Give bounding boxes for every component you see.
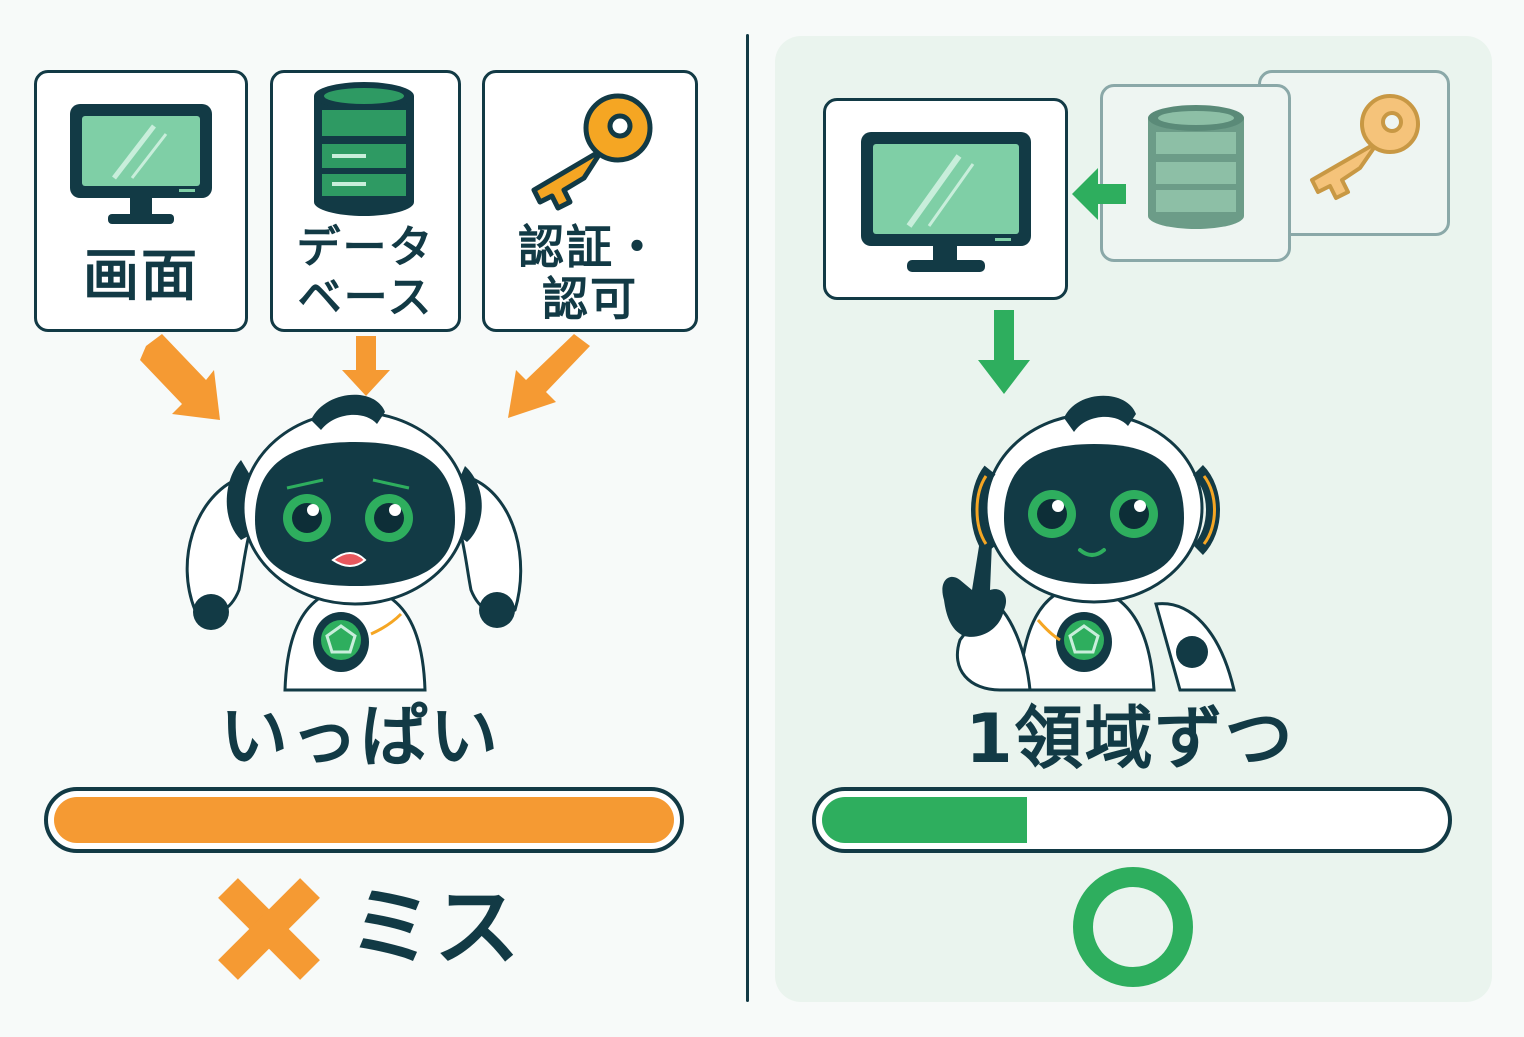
database-faded-icon — [1148, 105, 1244, 229]
card-screen: 画面 — [34, 70, 248, 332]
cross-icon — [218, 878, 320, 980]
card-screen-active — [823, 98, 1068, 300]
card-database-faded — [1100, 84, 1291, 262]
card-auth-label-line1: 認証・ — [518, 220, 662, 274]
robot-happy-icon — [942, 395, 1236, 692]
card-screen-label: 画面 — [83, 244, 199, 309]
circle-icon — [1073, 867, 1193, 987]
monitor-icon — [70, 104, 212, 224]
card-database-label-line2: ベース — [297, 272, 434, 323]
right-progress-bar — [812, 787, 1452, 853]
left-result-text: ミス — [348, 878, 520, 978]
center-divider — [746, 34, 749, 1002]
card-auth-label-line2: 認可 — [542, 272, 638, 326]
card-auth: 認証・ 認可 — [482, 70, 698, 332]
key-faded-icon — [1310, 94, 1420, 200]
key-icon — [531, 93, 653, 211]
arrow-down-icon — [978, 310, 1030, 394]
left-progress-bar — [44, 787, 684, 853]
monitor-active-icon — [861, 132, 1031, 272]
arrows-converge-icon — [140, 334, 590, 420]
card-database: データ ベース — [270, 70, 461, 332]
left-caption: いっぱい — [219, 698, 500, 777]
right-progress-fill — [822, 797, 1027, 843]
robot-worried-icon — [185, 394, 523, 692]
left-progress-fill — [54, 797, 674, 843]
right-caption: 1領域ずつ — [965, 700, 1295, 779]
card-database-label-line1: データ — [296, 222, 435, 273]
database-icon — [314, 82, 414, 216]
arrow-left-icon — [1072, 168, 1126, 220]
